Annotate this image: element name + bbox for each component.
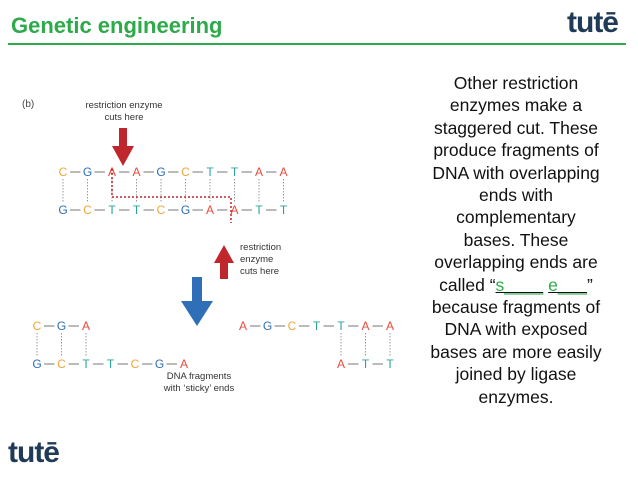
top-strand-base-8: A: [255, 165, 263, 179]
text-line: overlapping ends are: [434, 252, 598, 273]
left-frag-bottom-base-2: T: [82, 357, 90, 371]
right-frag-bottom-base-2: T: [386, 357, 394, 371]
left-frag-bottom-base-1: C: [57, 357, 66, 371]
top-strand-base-9: A: [279, 165, 287, 179]
bottom-strand-base-1: C: [83, 203, 92, 217]
logo-text: tutē: [567, 6, 619, 39]
bottom-strand-base-4: C: [157, 203, 166, 217]
right-frag-top-base-5: A: [361, 319, 369, 333]
page-title: Genetic engineering: [11, 13, 223, 38]
right-frag-top-base-2: C: [288, 319, 297, 333]
right-frag-bottom-base-1: T: [362, 357, 370, 371]
text-line: staggered cut. These: [433, 117, 599, 138]
blank-ends: e___: [548, 274, 588, 295]
cut-label-top-line2: cuts here: [104, 112, 143, 123]
red-down-arrow-icon: [112, 128, 134, 166]
top-strand-base-2: A: [108, 165, 116, 179]
left-frag-top-base-1: G: [57, 319, 66, 333]
tute-logo-top: tutē: [567, 6, 619, 40]
text-line-with-blanks: called “s____ e___”: [418, 274, 614, 296]
right-frag-top-base-0: A: [239, 319, 247, 333]
top-strand-base-7: T: [231, 165, 239, 179]
cut-label-top-line1: restriction enzyme: [85, 100, 162, 111]
dna-fragment-left: C G A G C T T C G A: [32, 319, 188, 371]
bottom-strand-base-7: A: [230, 203, 238, 217]
staggered-cut-line: [111, 169, 232, 223]
title-underline: [8, 43, 626, 45]
bottom-strand-base-5: G: [181, 203, 190, 217]
top-strand-base-0: C: [59, 165, 68, 179]
logo-text: tutē: [8, 436, 60, 469]
dna-double-strand: C G A A G C T T A A G C T T C G A A T T: [58, 165, 288, 217]
text-line: because fragments of: [431, 297, 601, 318]
explanation-paragraph: Other restriction enzymes make a stagger…: [418, 72, 614, 408]
bottom-strand-base-8: T: [255, 203, 263, 217]
panel-label: (b): [22, 99, 34, 110]
text-line: enzymes make a: [449, 95, 583, 116]
text-line: bases are more easily: [430, 341, 602, 362]
restriction-enzyme-diagram: (b) restriction enzyme cuts here C G A A G C T…: [22, 99, 394, 394]
left-frag-bottom-base-0: G: [32, 357, 41, 371]
left-frag-top-base-2: A: [82, 319, 90, 333]
blue-down-arrow-icon: [181, 277, 213, 326]
fragments-label-line2: with ‘sticky’ ends: [163, 383, 235, 394]
text-fragment: called “: [439, 274, 496, 295]
cut-label-bottom-line3: cuts here: [240, 266, 279, 277]
left-frag-bottom-base-3: T: [107, 357, 115, 371]
bottom-strand-base-3: T: [133, 203, 141, 217]
right-frag-bottom-base-0: A: [337, 357, 345, 371]
right-frag-top-base-6: A: [386, 319, 394, 333]
text-line: joined by ligase: [455, 364, 577, 385]
text-line: DNA with overlapping: [432, 162, 600, 183]
blank-sticky: s____: [495, 274, 544, 295]
dna-fragment-right: A G C T T A A A T T: [239, 319, 394, 371]
cut-label-bottom-line1: restriction: [240, 242, 281, 253]
tute-logo-bottom: tutē: [8, 436, 60, 470]
bottom-strand-base-2: T: [108, 203, 116, 217]
right-frag-top-base-3: T: [313, 319, 321, 333]
text-line: ends with: [479, 185, 553, 206]
text-line: DNA with exposed: [444, 319, 588, 340]
right-frag-top-base-4: T: [337, 319, 345, 333]
top-strand-base-4: G: [156, 165, 165, 179]
left-frag-bottom-base-6: A: [180, 357, 188, 371]
red-up-arrow-icon: [214, 245, 234, 279]
bottom-strand-base-9: T: [280, 203, 288, 217]
text-line: complementary: [456, 207, 576, 228]
top-strand-base-3: A: [132, 165, 140, 179]
text-line: enzymes.: [478, 386, 554, 407]
text-line: Other restriction: [453, 73, 579, 93]
text-line: bases. These: [463, 229, 569, 250]
left-frag-bottom-base-4: C: [131, 357, 140, 371]
bottom-strand-base-0: G: [58, 203, 67, 217]
bottom-strand-base-6: A: [206, 203, 214, 217]
left-frag-bottom-base-5: G: [155, 357, 164, 371]
top-strand-base-5: C: [181, 165, 190, 179]
cut-label-bottom-line2: enzyme: [240, 254, 273, 265]
top-strand-base-1: G: [83, 165, 92, 179]
text-line: produce fragments of: [433, 140, 599, 161]
text-fragment: ”: [587, 274, 593, 295]
left-frag-top-base-0: C: [33, 319, 42, 333]
top-strand-base-6: T: [206, 165, 214, 179]
fragments-label-line1: DNA fragments: [167, 371, 232, 382]
right-frag-top-base-1: G: [263, 319, 272, 333]
